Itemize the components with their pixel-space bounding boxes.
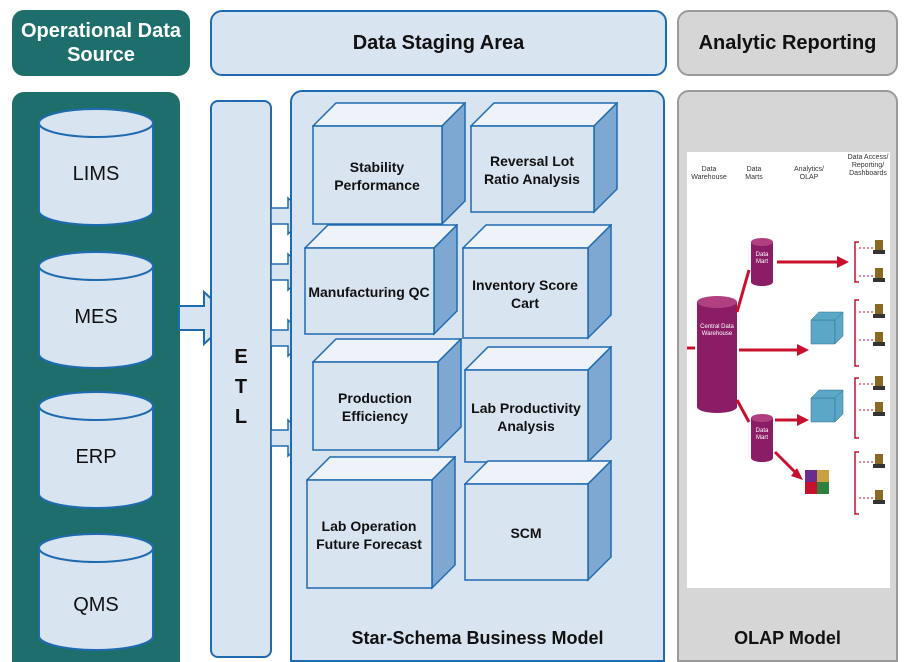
cube-label-lab-operation-forecast: Lab Operation Future Forecast [316, 518, 422, 552]
database-cylinder-lims: LIMS [37, 107, 155, 227]
cube-manufacturing-qc [304, 224, 458, 336]
cube-label-scm: SCM [510, 525, 542, 541]
source-label-qms: QMS [73, 594, 119, 616]
olap-col-data-marts: Data Marts [745, 166, 763, 181]
cube-label-stability-performance: Stability Performance [334, 159, 420, 193]
source-label-erp: ERP [75, 446, 117, 468]
cube-scm [464, 460, 612, 582]
database-cylinder-mes: MES [37, 250, 155, 370]
olap-col-analytics: Analytics/ OLAP [794, 166, 824, 181]
olap-col-data-access: Data Access/ Reporting/ Dashboards [847, 154, 889, 177]
cube-label-manufacturing-qc: Manufacturing QC [308, 284, 430, 300]
olap-diagram-image: Data Warehouse Data Marts Analytics/ OLA… [687, 152, 890, 588]
cube-lab-operation-forecast [306, 456, 456, 590]
operational-data-source-panel: LIMS MES ERP QMS [12, 92, 180, 662]
star-schema-caption: Star-Schema Business Model [351, 628, 604, 648]
source-label-lims: LIMS [72, 163, 120, 185]
header-operational-data-source: Operational Data Source [12, 10, 190, 76]
cube-label-lab-productivity-analysis: Lab Productivity Analysis [471, 400, 581, 434]
olap-col-data-warehouse: Data Warehouse [691, 166, 727, 181]
etl-column: E T L [210, 100, 272, 658]
database-cylinder-qms: QMS [37, 532, 155, 652]
etl-letter-t: T [234, 376, 248, 398]
cylinder-icon [38, 251, 154, 369]
cylinder-icon [38, 391, 154, 509]
etl-letter-l: L [234, 406, 248, 428]
source-label-mes: MES [74, 306, 118, 328]
cylinder-icon [38, 533, 154, 651]
cube-label-reversal-lot-ratio: Reversal Lot Ratio Analysis [484, 153, 580, 187]
cube-label-production-efficiency: Production Efficiency [338, 390, 412, 424]
header-data-staging-area: Data Staging Area [210, 10, 667, 76]
cube-label-inventory-score-cart: Inventory Score Cart [472, 277, 578, 311]
cylinder-icon [38, 108, 154, 226]
cube-inventory-score-cart [462, 224, 612, 340]
cube-stability-performance [312, 102, 466, 226]
header-analytic-reporting: Analytic Reporting [677, 10, 898, 76]
olap-panel: Data Warehouse Data Marts Analytics/ OLA… [677, 90, 898, 662]
olap-data-mart-label-1: Data Mart [755, 252, 769, 265]
etl-letter-e: E [234, 346, 248, 368]
olap-central-warehouse-label: Central Data Warehouse [700, 324, 734, 337]
cube-production-efficiency [312, 338, 462, 452]
olap-flow-graphic [687, 238, 885, 515]
cube-reversal-lot-ratio [470, 102, 618, 214]
olap-data-mart-label-2: Data Mart [755, 428, 769, 441]
olap-model-caption: OLAP Model [734, 628, 841, 648]
database-cylinder-erp: ERP [37, 390, 155, 510]
